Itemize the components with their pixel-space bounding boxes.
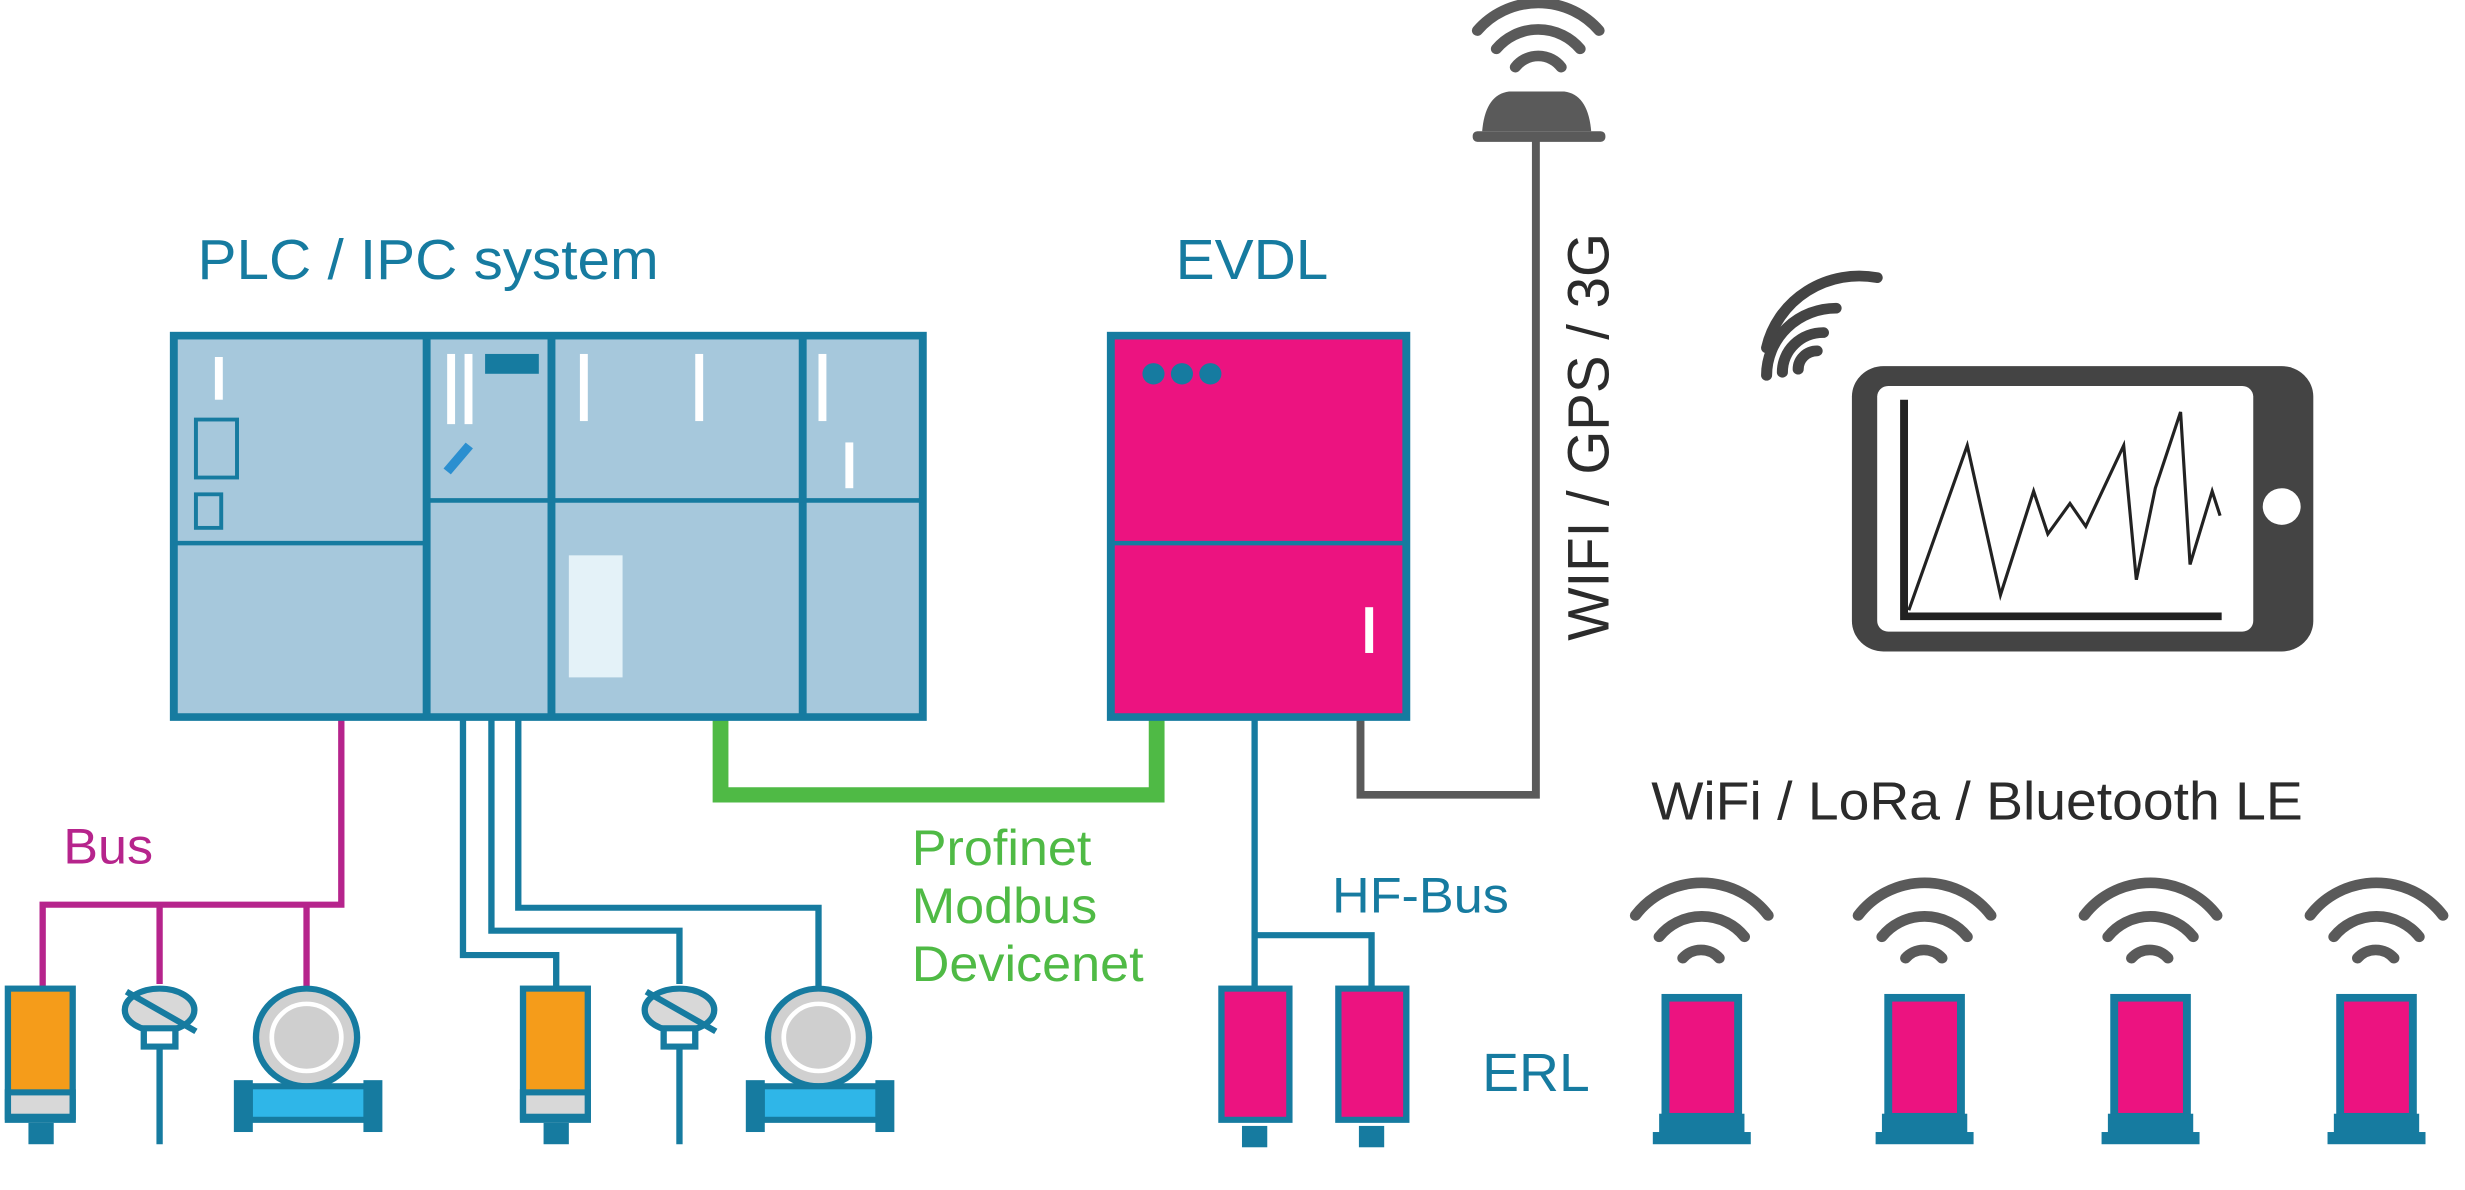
wifi-signal-icon: [2078, 877, 2223, 964]
wifi-signal-icon: [2304, 877, 2449, 964]
bus-label: Bus: [63, 818, 153, 874]
fieldbus-label-modbus: Modbus: [912, 878, 1097, 934]
valve-icon: [121, 985, 198, 1145]
fieldbus-label-profinet: Profinet: [912, 820, 1092, 876]
wireless-logger-2: [1852, 877, 1997, 1145]
erl-label: ERL: [1482, 1043, 1590, 1103]
io-lines: [459, 717, 822, 989]
transmitter-icon: [519, 985, 591, 1145]
uplink-line: [1356, 140, 1540, 799]
data-logger-icon: [2101, 993, 2200, 1145]
tablet-icon: [1851, 366, 2314, 652]
fieldbus-link: [712, 717, 1165, 803]
uplink-label: WIFI / GPS / 3G: [1557, 233, 1622, 641]
wireless-logger-1: [1629, 877, 1774, 1145]
flowmeter-icon: [745, 985, 895, 1133]
wireless-logger-3: [2078, 877, 2223, 1145]
data-logger-icon: [2327, 993, 2426, 1145]
data-logger-icon: [1652, 993, 1751, 1145]
bus-lines: [39, 717, 345, 989]
data-logger-icon: [1335, 985, 1410, 1148]
transmitter-icon: [4, 985, 76, 1145]
plc-title: PLC / IPC system: [198, 229, 659, 292]
hf-bus-label: HF-Bus: [1332, 867, 1509, 923]
plc-rack: [169, 331, 927, 721]
evdl-title: EVDL: [1176, 229, 1329, 292]
tablet-chart-trace: [1907, 411, 2222, 611]
wireless-label: WiFi / LoRa / Bluetooth LE: [1651, 771, 2302, 831]
wifi-signal-icon: [1629, 877, 1774, 964]
flowmeter-icon: [233, 985, 383, 1133]
data-logger-icon: [1218, 985, 1293, 1148]
wifi-signal-icon: [1852, 877, 1997, 964]
wireless-logger-4: [2304, 877, 2449, 1145]
antenna-icon: [1471, 0, 1606, 142]
data-logger-icon: [1875, 993, 1974, 1145]
evdl-logo: [1142, 363, 1222, 385]
valve-icon: [641, 985, 718, 1145]
wifi-signal-icon: [1761, 270, 1883, 381]
evdl-unit: [1106, 331, 1411, 721]
fieldbus-label-devicenet: Devicenet: [912, 936, 1144, 992]
hf-bus-lines: [1251, 717, 1375, 989]
